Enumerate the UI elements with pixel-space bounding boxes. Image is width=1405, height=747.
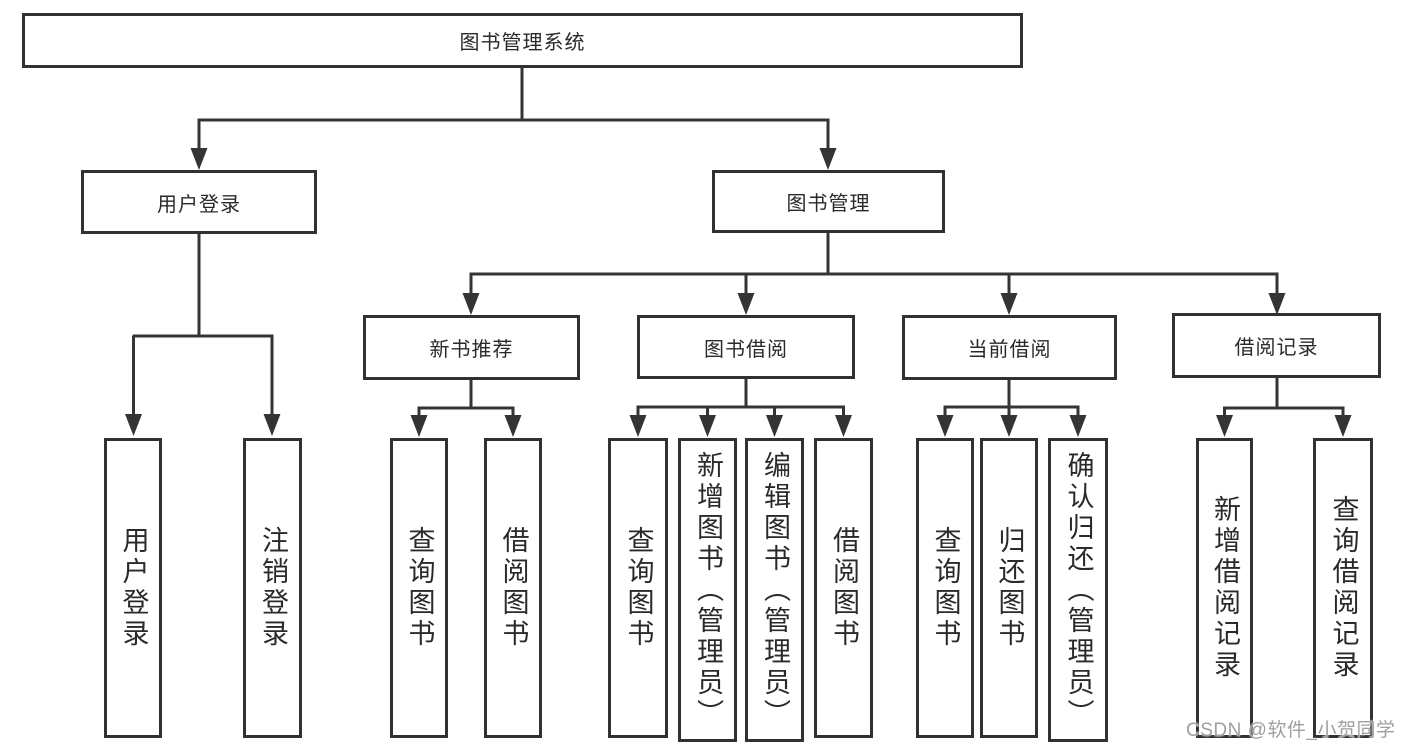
node-borrow-records-label: 借阅记录 (1234, 337, 1319, 359)
arrow-head-leaf-logout (263, 414, 281, 436)
leaf-bb-borrow-books-label: 借阅图书 (829, 526, 859, 650)
leaf-logout: 注销登录 (243, 438, 302, 738)
node-new-book-recommend: 新书推荐 (363, 315, 580, 380)
leaf-bb-edit-books-admin-label: 编辑图书（管理员） (760, 450, 790, 730)
arrow-head-current-borrow (1000, 293, 1018, 315)
leaf-user-login: 用户登录 (104, 438, 162, 738)
node-user-login-label: 用户登录 (157, 193, 241, 216)
arrow-head-br-query (1334, 415, 1352, 437)
leaf-cb-query-books-label: 查询图书 (930, 526, 961, 650)
leaf-nb-borrow-books-label: 借阅图书 (498, 526, 529, 650)
leaf-nb-query-books-label: 查询图书 (404, 526, 435, 650)
arrow-head-br-add (1216, 415, 1233, 437)
arrow-head-bb-edit (766, 415, 783, 437)
leaf-bb-add-books-admin: 新增图书（管理员） (678, 438, 737, 742)
node-book-borrowing: 图书借阅 (637, 315, 855, 379)
leaf-bb-borrow-books: 借阅图书 (814, 438, 873, 738)
leaf-bb-edit-books-admin: 编辑图书（管理员） (745, 438, 804, 742)
leaf-cb-return-books-label: 归还图书 (994, 526, 1025, 650)
node-borrow-records: 借阅记录 (1172, 313, 1381, 378)
leaf-cb-return-books: 归还图书 (980, 438, 1038, 738)
node-user-login: 用户登录 (81, 170, 317, 234)
leaf-cb-confirm-return-admin: 确认归还（管理员） (1048, 438, 1108, 742)
leaf-br-query-record-label: 查询借阅记录 (1328, 495, 1359, 681)
arrow-head-cb-confirm (1069, 415, 1087, 437)
arrow-head-leaf-user-login (125, 414, 142, 436)
csdn-watermark: CSDN @软件_小贺同学 (1186, 720, 1396, 741)
arrow-head-cb-return (1000, 415, 1018, 437)
leaf-br-add-record-label: 新增借阅记录 (1210, 495, 1240, 681)
arrow-head-bb-borrow (835, 415, 852, 437)
arrow-head-book-mgmt (819, 148, 837, 170)
leaf-nb-borrow-books: 借阅图书 (484, 438, 542, 738)
node-book-management: 图书管理 (712, 170, 945, 233)
leaf-user-login-label: 用户登录 (118, 526, 149, 650)
leaf-nb-query-books: 查询图书 (390, 438, 448, 738)
leaf-cb-confirm-return-admin-label: 确认归还（管理员） (1063, 450, 1094, 730)
arrow-head-borrow-record (1268, 293, 1286, 315)
arrow-head-nb-query (410, 415, 428, 437)
arrow-head-book-borrow (737, 293, 755, 315)
leaf-logout-label: 注销登录 (258, 526, 288, 650)
arrow-head-new-book (462, 293, 480, 315)
leaf-bb-query-books: 查询图书 (608, 438, 668, 738)
node-book-borrowing-label: 图书借阅 (704, 338, 788, 361)
node-library-system: 图书管理系统 (22, 13, 1023, 68)
leaf-cb-query-books: 查询图书 (916, 438, 974, 738)
node-current-borrowing: 当前借阅 (902, 315, 1117, 380)
node-library-system-label: 图书管理系统 (459, 32, 586, 54)
leaf-br-query-record: 查询借阅记录 (1313, 438, 1373, 738)
node-new-book-recommend-label: 新书推荐 (429, 339, 514, 361)
arrow-head-cb-query (936, 415, 954, 437)
arrow-head-bb-add (699, 415, 716, 437)
arrow-head-nb-borrow (504, 415, 522, 437)
arrow-head-bb-query (629, 415, 647, 437)
leaf-bb-query-books-label: 查询图书 (623, 526, 654, 650)
leaf-bb-add-books-admin-label: 新增图书（管理员） (693, 450, 723, 730)
leaf-br-add-record: 新增借阅记录 (1196, 438, 1253, 738)
node-book-management-label: 图书管理 (786, 193, 871, 215)
arrow-head-user-login (190, 148, 208, 170)
node-current-borrowing-label: 当前借阅 (967, 339, 1052, 361)
